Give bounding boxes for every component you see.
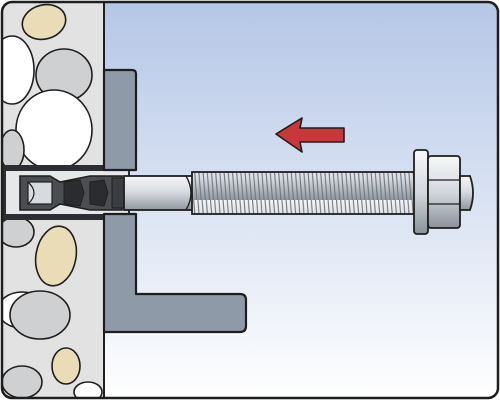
stone <box>51 347 81 385</box>
hex-nut <box>427 155 461 229</box>
stone <box>2 216 35 248</box>
expansion-clip <box>19 175 125 211</box>
angle-bracket <box>102 68 248 334</box>
stone <box>2 365 43 398</box>
stone <box>21 3 67 41</box>
stone <box>15 89 93 171</box>
stone <box>2 129 25 171</box>
bolt-shaft <box>123 175 195 211</box>
stone <box>2 35 35 105</box>
arrow-left-icon <box>275 117 345 153</box>
washer <box>413 149 429 235</box>
stone <box>9 290 71 340</box>
stone <box>34 225 78 287</box>
bolt-tip <box>459 175 474 211</box>
bolt-thread <box>191 171 427 215</box>
